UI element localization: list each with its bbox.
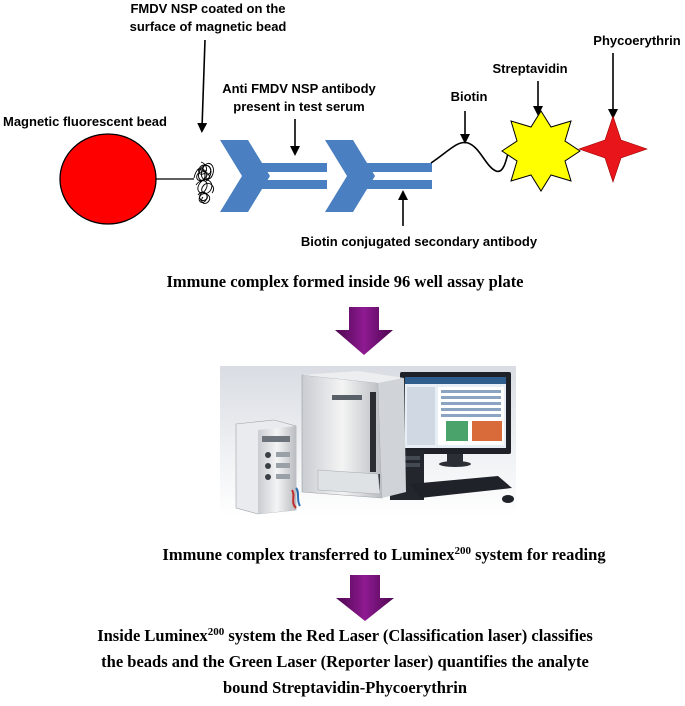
anti-label-line2: present in test serum [233, 99, 365, 114]
luminex-instrument-illustration [220, 366, 516, 516]
secondary-antibody-arm-top [367, 163, 432, 172]
biotin-label: Biotin [451, 89, 488, 104]
fmdv-label-line2: surface of magnetic bead [130, 19, 287, 34]
step2-caption-sup: 200 [454, 545, 471, 557]
streptavidin-label: Streptavidin [492, 61, 567, 76]
step1-caption: Immune complex formed inside 96 well ass… [166, 272, 523, 291]
secondary-antibody-label: Biotin conjugated secondary antibody [301, 234, 538, 249]
magnetic-bead-label: Magnetic fluorescent bead [3, 114, 167, 129]
anti-fmdv-antibody-arm-bottom [262, 180, 327, 189]
fmdv-label-line1: FMDV NSP coated on the [130, 1, 285, 16]
phycoerythrin-label: Phycoerythrin [593, 33, 680, 48]
anti-label-line1: Anti FMDV NSP antibody [222, 81, 376, 96]
down-arrow-icon [335, 307, 393, 355]
step3-caption-line1-suffix: system the Red Laser (Classification las… [224, 626, 593, 645]
phycoerythrin-star [578, 115, 648, 183]
magnetic-bead [59, 133, 157, 225]
step2-caption-prefix: Immune complex transferred to Luminex [162, 545, 455, 564]
secondary-antibody-arm-bottom [367, 180, 432, 189]
step3-caption-line1-sup: 200 [208, 626, 225, 638]
secondary-antibody-chevron [325, 140, 375, 212]
anti-fmdv-antibody-chevron [220, 140, 270, 212]
step3-caption-line3: bound Streptavidin-Phycoerythrin [223, 678, 467, 697]
step2-caption-suffix: system for reading [471, 545, 606, 564]
down-arrow-icon [336, 575, 394, 621]
streptavidin-star [501, 110, 581, 192]
step2-caption: Immune complex transferred to Luminex200… [162, 545, 606, 564]
fmdv-nsp-coil [193, 161, 215, 204]
step3-caption-line2: the beads and the Green Laser (Reporter … [101, 652, 589, 671]
anti-fmdv-antibody-arm-top [262, 163, 327, 172]
step3-caption-line1-prefix: Inside Luminex [97, 626, 208, 645]
step3-caption-line1: Inside Luminex200 system the Red Laser (… [97, 626, 593, 645]
biotin-linker [430, 141, 510, 173]
fmdv-pointer-arrow [197, 39, 208, 133]
